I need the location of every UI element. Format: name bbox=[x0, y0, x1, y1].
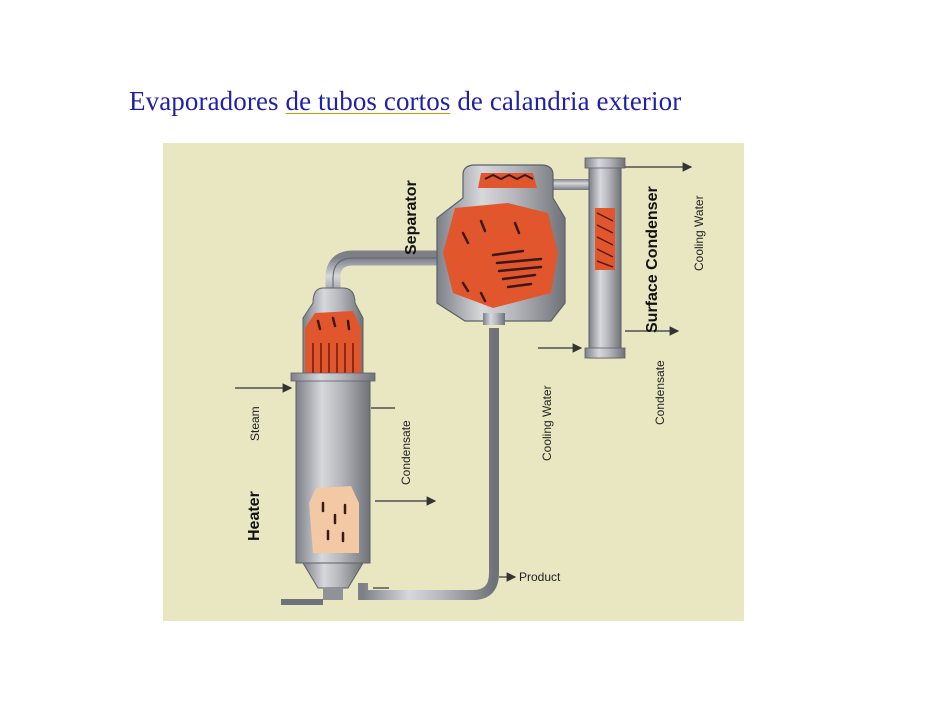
condensate-right-label: Condensate bbox=[653, 360, 667, 425]
separator-label: Separator bbox=[403, 180, 420, 255]
surface-condenser bbox=[584, 157, 626, 359]
page-title: Evaporadores de tubos cortos de calandri… bbox=[129, 86, 829, 117]
separator-vapour-zone bbox=[443, 203, 558, 308]
cooling-water-top-label: Cooling Water bbox=[692, 195, 706, 271]
evaporator-diagram: Separator Surface Condenser Cooling Wate… bbox=[163, 143, 744, 621]
separator-vessel bbox=[436, 164, 566, 325]
steam-label: Steam bbox=[248, 406, 262, 441]
product-pipe bbox=[358, 328, 499, 600]
surface-condenser-label: Surface Condenser bbox=[644, 186, 661, 333]
title-part-2-underlined: de tubos cortos bbox=[285, 86, 451, 116]
product-label: Product bbox=[519, 570, 561, 584]
condensate-left-label: Condensate bbox=[399, 420, 413, 485]
title-part-3: de calandria exterior bbox=[450, 86, 682, 116]
title-part-1: Evaporadores bbox=[129, 86, 286, 116]
vapour-to-condenser-pipe bbox=[523, 179, 593, 190]
heater-label: Heater bbox=[246, 491, 263, 541]
heater-column bbox=[281, 287, 376, 605]
condenser-tubes bbox=[595, 208, 615, 270]
cooling-water-bottom-label: Cooling Water bbox=[540, 385, 554, 461]
